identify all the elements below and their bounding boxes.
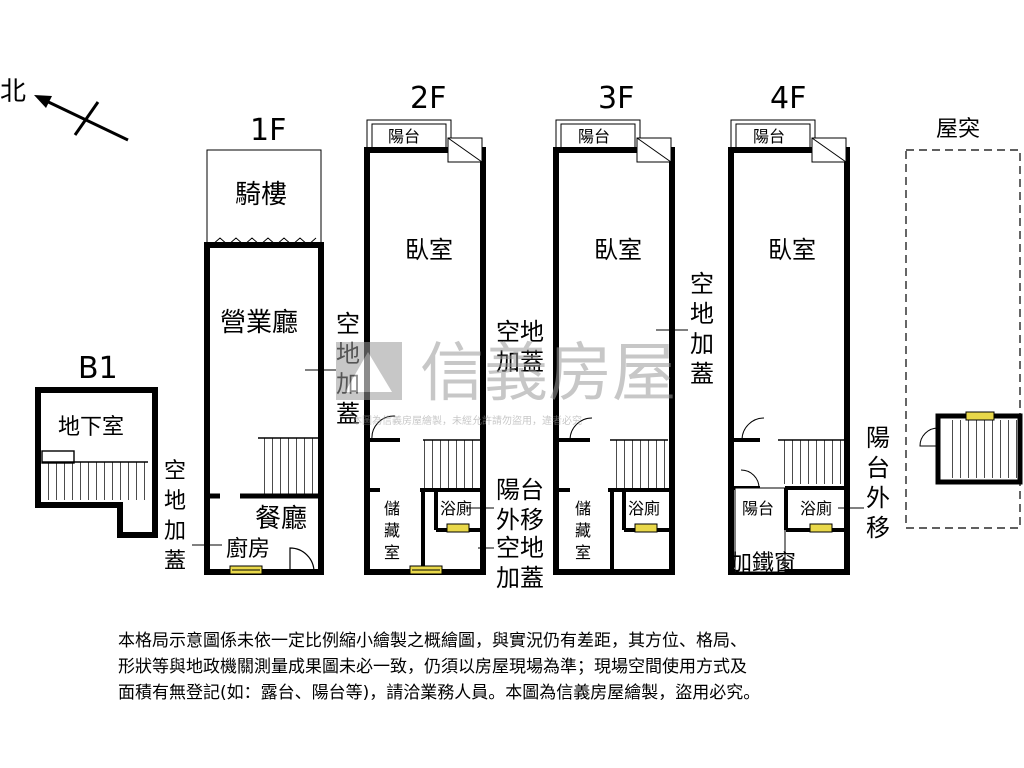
b1-side-note: 空 地 加 蓋 [164, 459, 186, 574]
floor-1f: 1F 騎樓 營業廳 餐廳 廚房 空 地 加 蓋 [192, 113, 360, 575]
f4-side-note: 陽 台 外 移 [866, 424, 890, 542]
b1-basement-label: 地下室 [58, 415, 124, 440]
disclaimer-line-3: 面積有無登記(如：露台、陽台等)，請洽業務人員。本圖為信義房屋繪製，盜用必究。 [118, 683, 761, 703]
f3-bath-label: 浴廁 [628, 499, 660, 518]
f2-side-note-bottom: 空地 加蓋 [496, 534, 544, 592]
svg-text:藏: 藏 [384, 521, 400, 540]
svg-text:空: 空 [690, 270, 714, 298]
f4-bedroom-label: 臥室 [768, 236, 816, 264]
roof-structure: 屋突 [905, 117, 1023, 529]
north-compass: 北 [0, 77, 129, 142]
f3-storage-1: 儲 [575, 499, 591, 518]
watermark-small: 本圖為信義房屋繪製，未經允許請勿盜用，違者必究 [352, 414, 582, 427]
disclaimer-line-1: 本格局示意圖係未依一定比例縮小繪製之概繪圖，與實況仍有差距，其方位、格局、 [118, 631, 747, 651]
f3-balcony-label: 陽台 [578, 127, 610, 146]
b1-title: B1 [78, 351, 118, 386]
floor-b1: B1 地下室 空 地 加 蓋 [35, 351, 186, 574]
f3-title: 3F [598, 81, 634, 116]
f1-arcade-label: 騎樓 [235, 180, 287, 210]
f1-title: 1F [250, 113, 286, 148]
svg-text:蓋: 蓋 [690, 360, 714, 388]
svg-text:移: 移 [866, 514, 890, 542]
floor-3f: 3F 陽台 臥室 儲 藏 室 浴廁 空 地 加 蓋 [553, 81, 714, 575]
svg-text:空地: 空地 [496, 534, 544, 562]
f4-title: 4F [770, 81, 806, 116]
svg-text:加蓋: 加蓋 [496, 564, 544, 592]
svg-text:空地: 空地 [496, 318, 544, 346]
disclaimer-line-2: 形狀等與地政機關測量成果圖未必一致，仍須以房屋現場為準；現場空間使用方式及 [118, 657, 747, 677]
floor-4f: 4F 陽台 臥室 陽台 浴廁 陽 台 外 移 加鐵窗 [728, 81, 890, 576]
disclaimer-note: 本格局示意圖係未依一定比例縮小繪製之概繪圖，與實況仍有差距，其方位、格局、 形狀… [118, 628, 918, 706]
svg-text:空: 空 [164, 459, 186, 484]
svg-text:加: 加 [164, 519, 186, 544]
f4-bath-label: 浴廁 [800, 499, 832, 518]
f3-bedroom-label: 臥室 [594, 236, 642, 264]
watermark-brand: 信義房屋 [420, 337, 676, 411]
svg-text:外移: 外移 [496, 506, 544, 534]
b1-stairs [42, 462, 148, 500]
north-label: 北 [0, 77, 26, 107]
f2-title: 2F [410, 81, 446, 116]
svg-text:地: 地 [164, 489, 186, 514]
svg-text:地: 地 [690, 300, 714, 328]
f2-balcony-label: 陽台 [388, 127, 420, 146]
f4-iron-window-label: 加鐵窗 [730, 551, 796, 576]
f4-balcony-label: 陽台 [753, 127, 785, 146]
watermark: 信義房屋 本圖為信義房屋繪製，未經允許請勿盜用，違者必究 [336, 337, 676, 427]
svg-text:空: 空 [336, 310, 360, 338]
svg-text:室: 室 [575, 543, 591, 562]
svg-text:蓋: 蓋 [164, 549, 186, 574]
f3-side-note: 空 地 加 蓋 [690, 270, 714, 388]
f2-bedroom-label: 臥室 [405, 236, 453, 264]
svg-text:陽: 陽 [866, 424, 890, 452]
f2-side-note-mid: 陽台 外移 [496, 476, 544, 534]
svg-text:陽台: 陽台 [496, 476, 544, 504]
f2-side-note-top: 空地 加蓋 [496, 318, 544, 376]
svg-text:蓋: 蓋 [336, 400, 360, 428]
f4-back-balcony-label: 陽台 [742, 499, 774, 518]
f1-stairs [258, 438, 318, 494]
svg-text:藏: 藏 [575, 521, 591, 540]
roof-title: 屋突 [936, 117, 980, 142]
f2-bath-label: 浴廁 [440, 499, 472, 518]
svg-text:加蓋: 加蓋 [496, 348, 544, 376]
f1-hall-label: 營業廳 [220, 308, 298, 338]
svg-text:台: 台 [866, 454, 890, 482]
f1-kitchen-label: 廚房 [226, 537, 270, 562]
f1-dining-label: 餐廳 [255, 504, 307, 534]
svg-text:加: 加 [690, 330, 714, 358]
svg-text:外: 外 [866, 484, 890, 512]
svg-text:室: 室 [384, 543, 400, 562]
f2-storage-1: 儲 [384, 499, 400, 518]
